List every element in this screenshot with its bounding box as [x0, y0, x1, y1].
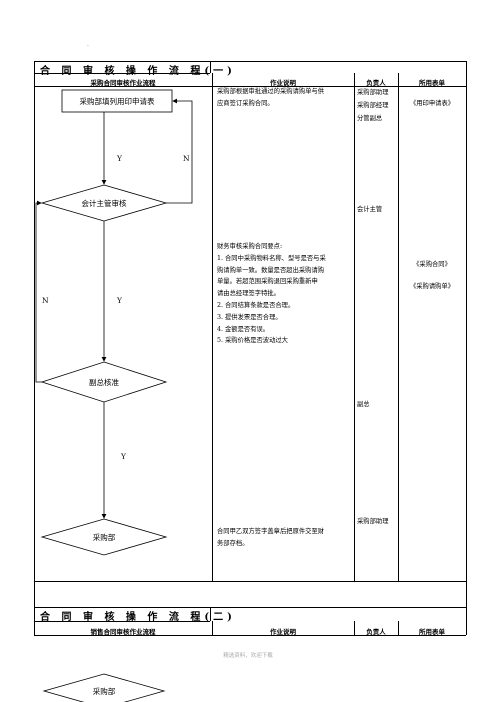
col2-header-owner: 负责人 [366, 628, 386, 636]
col-header-forms: 所用表单 [419, 79, 445, 87]
page-footer: 精选资料，欢迎下载 [223, 653, 273, 659]
page-dot: · [87, 43, 89, 50]
flow-label-accounting: 会计主管审核 [81, 199, 127, 208]
col-header-desc: 作业说明 [270, 79, 296, 87]
col2-header-desc: 作业说明 [270, 628, 296, 636]
owner-vp: 副总 [357, 401, 370, 408]
flow-yes-2: Y [117, 296, 122, 305]
flow-yes-1: Y [117, 154, 122, 163]
flow-label-purchase: 采购部 [92, 533, 116, 542]
flow-no-2: N [42, 296, 49, 305]
flow-yes-3: Y [121, 452, 126, 461]
flow-box-apply [61, 89, 173, 113]
flow-no-1: N [183, 154, 190, 163]
flow2-label-purchase: 采购部 [92, 687, 116, 696]
section2-title: 合 同 审 核 操 作 流 程(二) [40, 612, 236, 623]
col-header-owner: 负责人 [366, 79, 386, 87]
form-seal-request: 《用印申请表》 [409, 100, 455, 107]
flow-label-apply: 采购部填列用印申请表 [79, 97, 155, 106]
desc-block-2: 财务审核采购合同要点: 1. 合同中采购物料名称、型号是否与采 购请购单一致。数… [217, 243, 326, 345]
col2-header-flow: 销售合同审核作业流程 [90, 628, 156, 636]
col-header-flow: 采购合同审核作业流程 [90, 79, 156, 87]
owner-accounting: 会计主管 [357, 206, 383, 213]
desc-block-1: 采购部根据审批通过的采购请购单与供 应商签订采购合同。 [217, 88, 325, 107]
form-purchase-requisition: 《采购请购单》 [409, 283, 455, 290]
owner-block-1: 采购部助理 采购部经理 分管副总 [357, 89, 389, 122]
col2-header-forms: 所用表单 [419, 628, 445, 636]
form-purchase-contract: 《采购合同》 [413, 261, 451, 268]
desc-block-3: 合同甲乙双方签字盖章后把原件交至财 务部存档。 [217, 528, 325, 547]
flow-diamond-purchase [40, 518, 168, 556]
section1-title: 合 同 审 核 操 作 流 程(一) [40, 66, 236, 77]
flow-label-vp: 副总核准 [89, 378, 119, 387]
flow2-diamond-purchase [42, 673, 166, 702]
owner-assistant: 采购部助理 [357, 518, 389, 525]
